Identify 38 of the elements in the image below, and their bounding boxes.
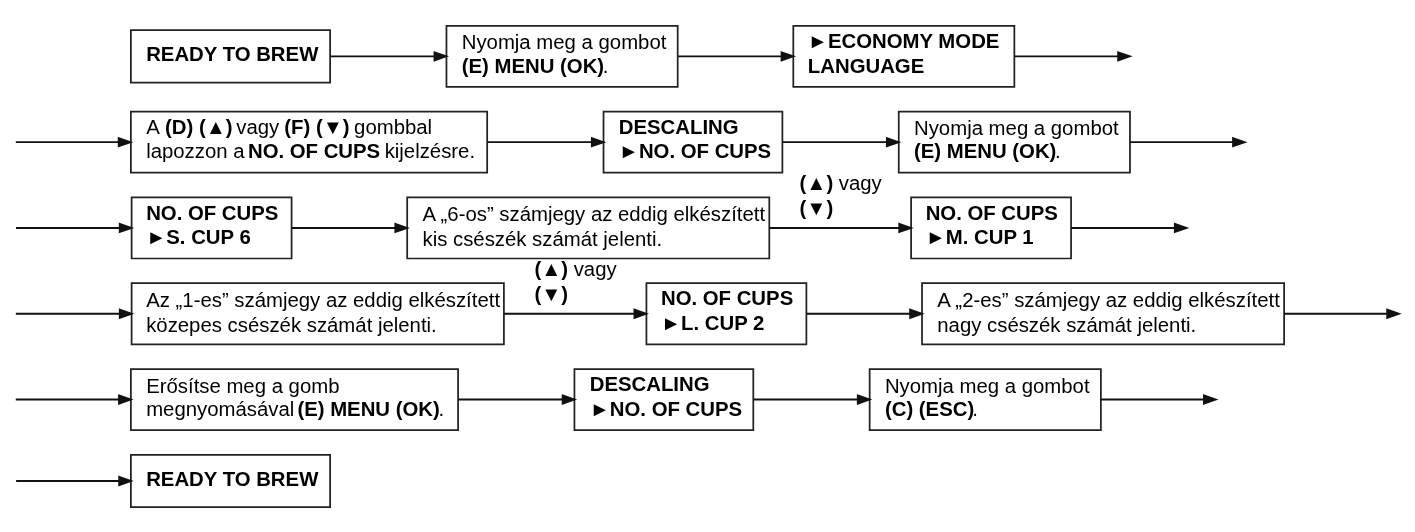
arrow bbox=[290, 222, 410, 233]
node-box: DESCALING ►NO. OF CUPS bbox=[602, 110, 784, 174]
node-box: READY TO BREW bbox=[130, 453, 331, 508]
node-box: Nyomja meg a gombot (E) MENU (OK). bbox=[445, 24, 679, 88]
node-box: A „2-es” számjegy az eddig elkészített nagy csészék számát jelenti. bbox=[921, 281, 1285, 345]
node-box: DESCALING ►NO. OF CUPS bbox=[573, 367, 755, 431]
node-box: Nyomja meg a gombot (C) (ESC). bbox=[868, 367, 1102, 431]
arrow bbox=[14, 307, 135, 319]
arrow bbox=[781, 136, 902, 148]
arrow bbox=[14, 136, 134, 148]
arrow bbox=[1099, 393, 1219, 405]
node-box: NO. OF CUPS ►M. CUP 1 bbox=[910, 196, 1072, 259]
edge-label: (▲) vagy (▼) bbox=[534, 257, 617, 305]
arrow bbox=[1070, 222, 1190, 233]
node-box: Nyomja meg a gombot (E) MENU (OK). bbox=[897, 110, 1131, 174]
arrow bbox=[768, 222, 914, 233]
edge-label: (▲) vagy (▼) bbox=[799, 171, 882, 219]
node-box: Erősítse meg a gomb megnyomásával (E) MENU (OK). bbox=[130, 367, 459, 431]
arrow bbox=[329, 50, 449, 62]
node-box: ►ECONOMY MODE LANGUAGE bbox=[792, 24, 1016, 88]
node-box: READY TO BREW bbox=[130, 28, 331, 83]
arrow bbox=[677, 50, 797, 62]
node-box: NO. OF CUPS ►L. CUP 2 bbox=[645, 281, 808, 345]
arrow bbox=[1129, 136, 1248, 148]
arrow bbox=[15, 475, 134, 486]
arrow bbox=[14, 393, 134, 405]
node-box: Az „1-es” számjegy az eddig elkészített közepes csészék számát jelenti. bbox=[130, 281, 505, 345]
arrow bbox=[15, 222, 135, 233]
arrow bbox=[457, 393, 578, 405]
arrow bbox=[1283, 307, 1402, 319]
node-box: A „6-os” számjegy az eddig elkészített kis csészék számát jelenti. bbox=[406, 196, 771, 259]
arrow bbox=[805, 307, 925, 319]
node-box: A (D) (▲) vagy (F) (▼) gombbal lapozzon a NO. OF CUPS kijelzésre. bbox=[130, 110, 489, 174]
node-box: NO. OF CUPS ►S. CUP 6 bbox=[130, 196, 293, 259]
arrow bbox=[503, 307, 649, 319]
arrow bbox=[486, 136, 607, 148]
arrow bbox=[752, 393, 873, 405]
arrow bbox=[1013, 50, 1133, 62]
